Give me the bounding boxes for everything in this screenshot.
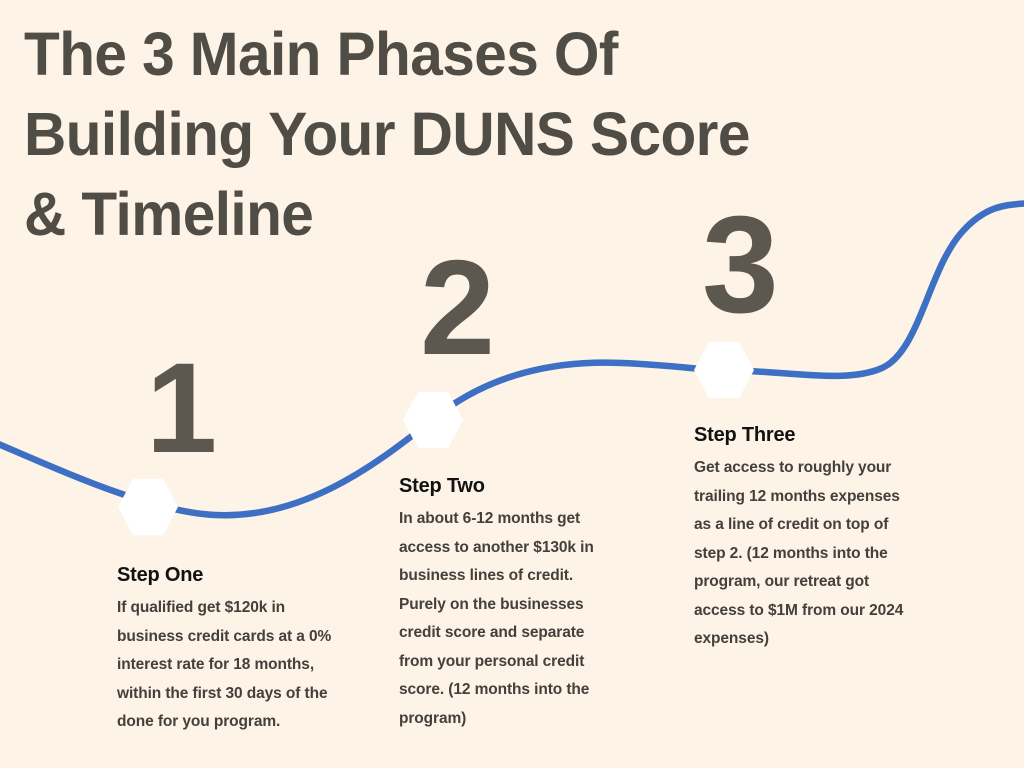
- step-title-1: Step One: [117, 564, 204, 586]
- step-body-2: In about 6-12 months get access to anoth…: [399, 510, 594, 727]
- page-title: The 3 Main Phases Of Building Your DUNS …: [24, 20, 750, 248]
- step-title-2: Step Two: [399, 475, 485, 497]
- step-body-1: If qualified get $120k in business credi…: [117, 599, 332, 730]
- step-number-2: 2: [420, 232, 495, 383]
- timeline-node-1: [118, 478, 178, 536]
- step-block-3: Step Three Get access to roughly your tr…: [694, 422, 912, 654]
- step-body-3: Get access to roughly your trailing 12 m…: [694, 459, 904, 647]
- step-number-3: 3: [702, 188, 779, 342]
- step-number-1: 1: [146, 337, 217, 480]
- step-block-2: Step Two In about 6-12 months get access…: [399, 473, 619, 733]
- timeline-node-3: [694, 341, 754, 399]
- timeline-path: [0, 200, 1024, 519]
- timeline-node-2: [403, 391, 463, 449]
- step-block-1: Step One If qualified get $120k in busin…: [117, 562, 339, 737]
- step-title-3: Step Three: [694, 424, 796, 446]
